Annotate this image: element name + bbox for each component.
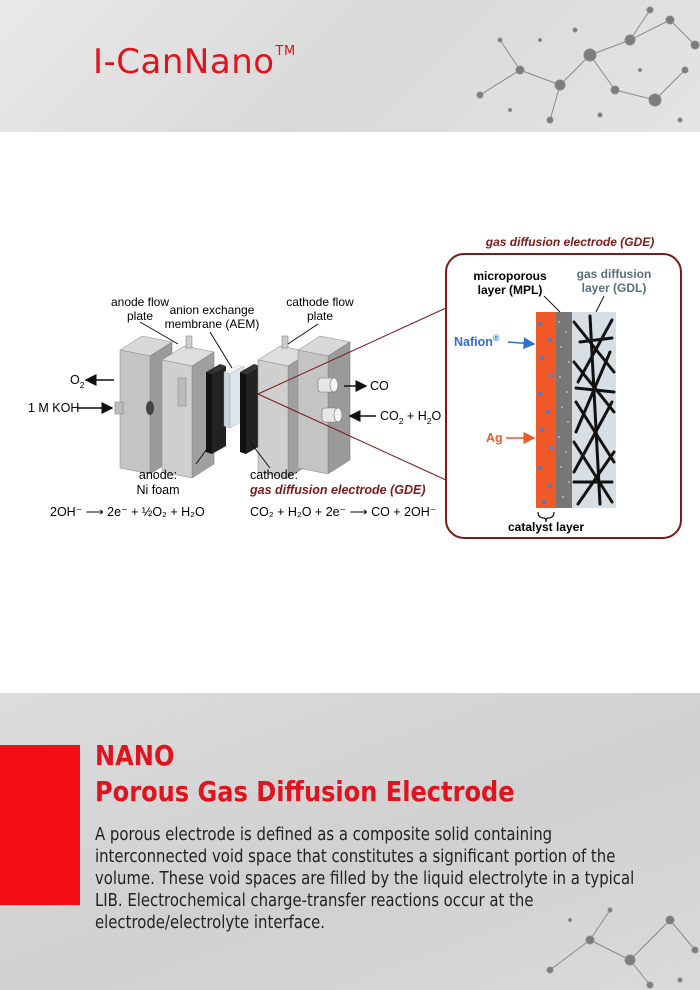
anode-leader [195,441,213,465]
zoom-line-bottom [257,393,447,481]
label-aem-2: membrane (AEM) [165,317,260,331]
label-cathode-flow-plate-2: plate [307,309,333,323]
cathode-leader [249,441,271,469]
label-aem: anion exchange [170,303,255,317]
gde-electrolyzer-diagram: anode flow plate anion exchange membrane… [28,235,682,539]
label-co2-h2o: CO2 + H2O [380,409,442,426]
molecule-network-decoration [476,6,700,124]
section-body: A porous electrode is defined as a compo… [95,825,635,933]
brand-logo: I-CanNanoTM [93,42,296,82]
nafion-arrow [507,337,536,350]
footer-panel [0,693,700,990]
label-o2: O2 [70,373,85,390]
label-ag: Ag [486,431,503,445]
label-ni-foam: Ni foam [136,483,179,497]
catalyst-layer [536,312,556,508]
zoom-line-top [257,307,447,395]
mpl-leader [543,295,561,313]
label-cathode-gde: gas diffusion electrode (GDE) [249,483,426,497]
molecule-network-decoration-footer [546,907,699,989]
label-co: CO [370,379,389,393]
cathode-equation: CO₂ + H₂O + 2e⁻ ⟶ CO + 2OH⁻ [250,505,436,519]
inset-title: gas diffusion electrode (GDE) [485,235,654,249]
aem-leader [209,331,233,369]
label-anode: anode: [139,468,177,482]
label-catalyst-layer: catalyst layer [508,520,584,534]
gdl-fiber-layer [572,312,616,508]
gdl-leader [595,295,605,313]
anode-ni-foam [206,364,226,454]
catalyst-brace [537,511,555,523]
section-title: NANO Porous Gas Diffusion Electrode [95,738,515,810]
section-title-line2: Porous Gas Diffusion Electrode [95,775,515,808]
cathode-plate-leader [287,323,319,345]
header-banner: I-CanNanoTM [0,0,700,132]
label-anode-flow-plate: anode flow [111,295,169,309]
section-title-line1: NANO [95,739,175,772]
accent-bar [0,745,80,905]
label-mpl: microporous [473,269,547,283]
label-anode-flow-plate-2: plate [127,309,153,323]
label-gdl: gas diffusion [577,267,652,281]
anode-equation: 2OH⁻ ⟶ 2e⁻ + ½O₂ + H₂O [50,505,205,519]
label-cathode: cathode: [250,468,298,482]
label-gdl-2: layer (GDL) [582,281,647,295]
anode-plate-leader [139,321,179,345]
label-nafion: Nafion® [454,333,500,349]
label-mpl-2: layer (MPL) [478,283,543,297]
end-plate-right [297,335,351,475]
mpl-layer [556,312,572,508]
label-koh: 1 M KOH [28,401,79,415]
cathode-gde [240,364,260,454]
label-cathode-flow-plate: cathode flow [286,295,354,309]
